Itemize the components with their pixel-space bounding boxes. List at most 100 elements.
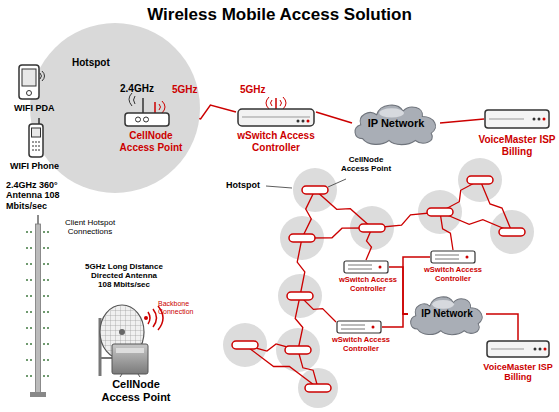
network-link	[316, 112, 352, 123]
wifi-phone-icon	[29, 124, 43, 157]
wireless-link	[245, 345, 318, 388]
billing-server-icon	[486, 340, 550, 358]
access-controller-icon	[435, 255, 459, 259]
antenna-element	[26, 231, 33, 233]
access-controller-icon	[344, 261, 388, 273]
access-controller-icon	[307, 120, 310, 123]
annotation-label: 2.4GHz 360° Antenna 108 Mbits/sec	[6, 180, 80, 211]
hotspot-area: HotspotWIFI PDAWIFI Phone	[30, 23, 200, 193]
node-label: wSwitch Access Controller	[328, 336, 394, 353]
billing-server-icon	[491, 349, 524, 350]
access-point-symbol	[285, 346, 311, 354]
node-label: WIFI PDA	[14, 103, 74, 113]
dish-antenna	[100, 305, 144, 359]
hotspot-area	[298, 368, 338, 408]
access-controller-icon	[343, 260, 389, 274]
antenna-element	[26, 359, 33, 361]
access-point-symbol	[427, 208, 453, 216]
omni-antenna	[30, 392, 46, 397]
wifi-phone-icon	[32, 142, 40, 150]
access-controller-icon	[430, 250, 476, 264]
billing-server-icon	[538, 118, 541, 121]
access-point-icon	[144, 117, 149, 122]
hotspot-area	[293, 168, 337, 212]
wireless-link	[366, 228, 372, 260]
access-controller-icon	[431, 251, 475, 263]
dish-antenna	[119, 329, 125, 335]
node-label: VoiceMaster ISP Billing	[480, 362, 556, 383]
node-label: wSwitch Access Controller	[228, 130, 324, 153]
billing-server-icon	[534, 348, 537, 351]
annotation-label: 5GHz	[240, 84, 280, 96]
dish-antenna	[138, 374, 140, 377]
access-controller-icon	[266, 97, 286, 109]
hotspot-area	[418, 190, 462, 234]
access-controller: wSwitch Access Controller	[228, 96, 324, 156]
wireless-link	[315, 190, 372, 228]
wireless-link	[480, 180, 512, 232]
hotspot-area	[223, 323, 267, 367]
annotation-label: Hotspot	[226, 180, 266, 190]
ip-network-cloud: IP Network	[408, 292, 486, 336]
access-point-icon	[159, 101, 165, 113]
wifi-pda-icon	[18, 64, 44, 100]
network-link	[440, 119, 484, 123]
access-point-symbol	[302, 186, 328, 194]
wireless-link	[298, 350, 318, 388]
dish-antenna	[116, 348, 144, 353]
access-controller-icon	[379, 266, 382, 269]
access-controller: wSwitch Access Controller	[420, 250, 486, 288]
access-controller: wSwitch Access Controller	[335, 260, 401, 298]
wireless-link	[297, 238, 305, 296]
diagram-title: Wireless Mobile Access Solution	[0, 5, 559, 25]
antenna-element	[26, 375, 33, 377]
billing-server-icon	[485, 110, 549, 128]
billing-server-icon	[487, 341, 549, 357]
node-label: CellNode Access Point	[115, 130, 187, 153]
wireless-link	[295, 296, 303, 350]
omni-antenna	[26, 232, 50, 376]
access-point-symbol	[232, 341, 258, 349]
mesh-access-points	[232, 176, 525, 392]
billing-server-icon	[533, 118, 536, 121]
access-point: CellNode Access Point	[115, 96, 187, 156]
antenna-element	[43, 375, 50, 377]
access-controller-icon	[302, 120, 305, 123]
antenna-element	[43, 311, 50, 313]
annotation-label: 2.4GHz	[120, 83, 170, 95]
billing-server-icon	[489, 119, 524, 120]
ip-network-cloud-icon	[432, 300, 454, 309]
billing-server-icon	[484, 108, 550, 130]
access-point-icon	[123, 96, 175, 128]
dish-antenna	[100, 357, 112, 359]
network-link	[486, 314, 518, 340]
wifi-pda-icon	[19, 65, 39, 99]
omni-antenna	[36, 224, 41, 394]
annotation-label: CellNode Access Point	[336, 155, 396, 173]
annotation-label: 5GHz	[172, 84, 212, 96]
access-controller-icon	[372, 326, 375, 329]
ip-network-cloud: IP Network	[352, 100, 440, 146]
leader-lines	[266, 186, 292, 188]
access-controller-icon	[297, 120, 300, 123]
wifi-pda-icon	[27, 91, 32, 96]
access-point-symbol	[287, 292, 313, 300]
access-point-symbol	[289, 234, 315, 242]
annotation-label: Backbone Connection	[158, 300, 206, 316]
billing-server: VoiceMaster ISP Billing	[480, 340, 556, 390]
network-link	[382, 314, 408, 327]
access-point-symbol	[359, 224, 385, 232]
access-point-icon	[136, 117, 141, 122]
antenna-element	[26, 279, 33, 281]
wifi-phone: WIFI Phone	[10, 118, 70, 174]
leader-lines	[266, 179, 346, 188]
annotation-label: Client Hotspot Connections	[58, 218, 122, 236]
access-point-symbol	[499, 228, 525, 236]
network-link	[389, 267, 408, 314]
access-point-icon	[154, 102, 156, 113]
wireless-link	[440, 180, 480, 212]
dish-antenna	[144, 316, 148, 320]
antenna-element	[43, 327, 50, 329]
mesh-links	[245, 180, 512, 388]
antenna-element	[26, 247, 33, 249]
